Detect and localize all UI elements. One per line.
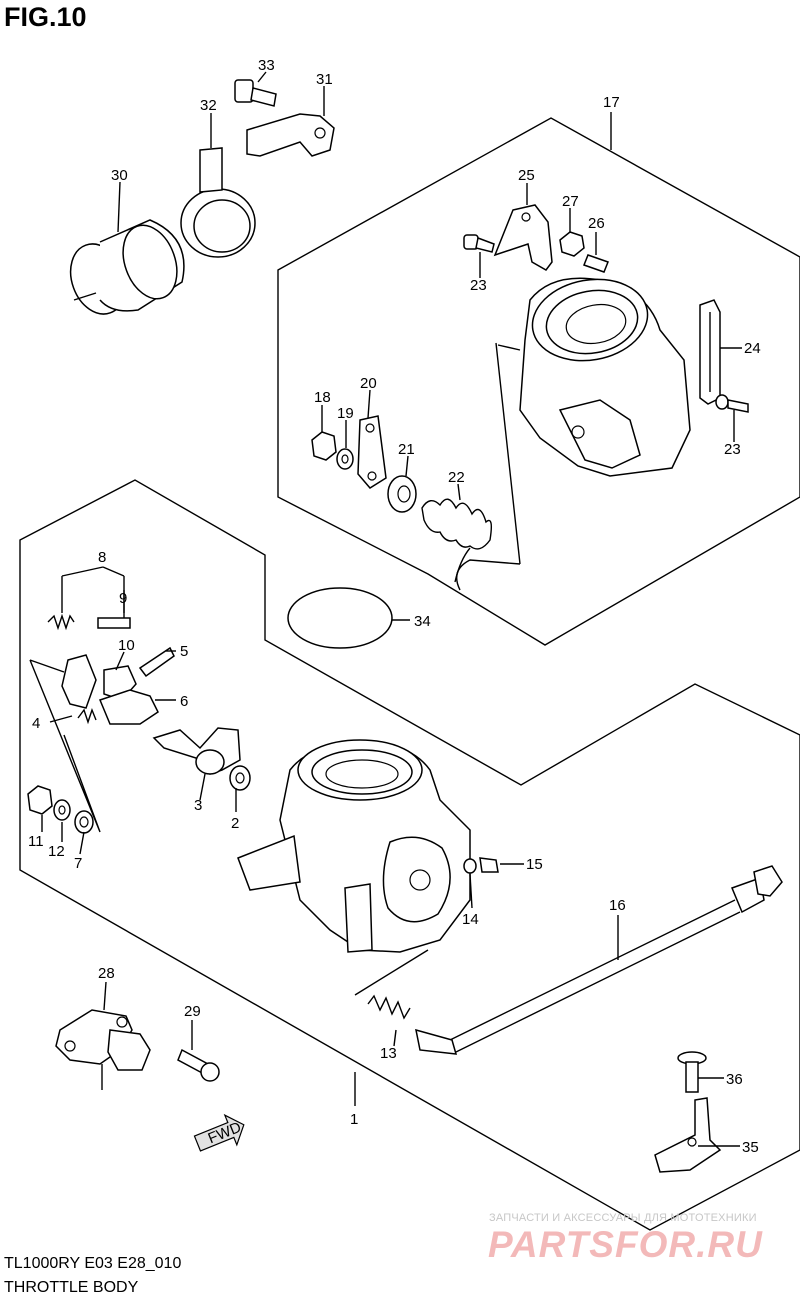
watermark-brand: PARTSFOR.RU <box>488 1224 763 1265</box>
callout-1: 1 <box>350 1111 358 1128</box>
callout-11: 11 <box>28 833 44 850</box>
callout-26: 26 <box>588 215 605 232</box>
callout-9: 9 <box>119 590 127 607</box>
callout-7: 7 <box>74 855 82 872</box>
part-1-throttle-body <box>237 739 499 953</box>
figure-title: FIG.10 <box>4 2 87 32</box>
watermark-tagline: ЗАПЧАСТИ И АКСЕССУАРЫ ДЛЯ МОТОТЕХНИКИ <box>489 1212 757 1224</box>
part-35-bracket <box>654 1097 722 1173</box>
callout-12: 12 <box>48 843 65 860</box>
callout-30: 30 <box>111 167 128 184</box>
callout-24: 24 <box>744 340 761 357</box>
assembly-17-frame <box>277 117 800 646</box>
callout-18: 18 <box>314 389 331 406</box>
callout-28: 28 <box>98 965 115 982</box>
part-22-spring <box>421 498 493 583</box>
part-33-bolt <box>234 79 277 107</box>
part-3-lever <box>152 727 241 775</box>
part-20-lever <box>357 415 387 489</box>
part-12-washer <box>53 799 71 821</box>
callout-16: 16 <box>609 897 626 914</box>
callout-14: 14 <box>462 911 479 928</box>
part-34-o-ring <box>287 587 393 649</box>
part-2-washer <box>229 765 251 791</box>
callout-33: 33 <box>258 57 275 74</box>
part-13-spring <box>367 994 411 1020</box>
part-25-bracket <box>493 204 553 271</box>
part-11-nut <box>27 785 53 815</box>
part-8-spring <box>47 613 75 631</box>
callout-34: 34 <box>414 613 431 630</box>
callout-20: 20 <box>360 375 377 392</box>
part-28-sensor <box>55 1009 151 1090</box>
callout-23a: 23 <box>470 277 487 294</box>
callout-25: 25 <box>518 167 535 184</box>
callout-21: 21 <box>398 441 415 458</box>
callout-8: 8 <box>98 549 106 566</box>
callout-5: 5 <box>180 643 188 660</box>
callout-31: 31 <box>316 71 333 88</box>
leader-lines <box>41 71 742 1147</box>
part-17-throttle-body <box>456 277 691 591</box>
part-36-screw <box>677 1051 707 1093</box>
part-18-nut <box>311 431 337 461</box>
diagram-caption: THROTTLE BODY <box>4 1279 139 1296</box>
callout-15: 15 <box>526 856 543 873</box>
model-code: TL1000RY E03 E28_010 <box>4 1255 182 1272</box>
part-23-screw-right <box>715 394 749 413</box>
part-24-plate <box>699 299 721 405</box>
callout-4: 4 <box>32 715 40 732</box>
part-7-washer <box>74 810 94 834</box>
callout-2: 2 <box>231 815 239 832</box>
part-30-sensor <box>69 219 185 315</box>
callout-19: 19 <box>337 405 354 422</box>
part-23-screw-upper <box>463 234 495 253</box>
cable-leader-13 <box>354 949 429 996</box>
bracket-8 <box>61 566 125 613</box>
part-27-nut <box>559 231 585 257</box>
assembly-1-frame <box>19 479 800 1231</box>
part-16-cable <box>415 865 783 1055</box>
callout-6: 6 <box>180 693 188 710</box>
part-31-bracket <box>246 113 335 157</box>
fwd-direction-arrow: FWD <box>193 1113 245 1152</box>
callout-35: 35 <box>742 1139 759 1156</box>
part-4-spring <box>77 707 97 725</box>
callout-17: 17 <box>603 94 620 111</box>
part-6-lever <box>98 689 159 725</box>
callout-32: 32 <box>200 97 217 114</box>
part-5-screw <box>138 646 175 678</box>
callout-22: 22 <box>448 469 465 486</box>
part-26-bolt <box>583 254 609 273</box>
callout-10: 10 <box>118 637 135 654</box>
part-32-clamp <box>180 147 256 258</box>
callout-23b: 23 <box>724 441 741 458</box>
callout-3: 3 <box>194 797 202 814</box>
callout-labels: 1 2 3 4 5 6 7 8 9 10 11 12 13 14 15 16 1… <box>28 57 761 1156</box>
part-19-washer <box>336 448 354 470</box>
callout-29: 29 <box>184 1003 201 1020</box>
group-4-bracket <box>29 659 101 833</box>
callout-13: 13 <box>380 1045 397 1062</box>
part-29-screw <box>177 1048 220 1082</box>
part-9-screw <box>97 617 131 629</box>
callout-36: 36 <box>726 1071 743 1088</box>
part-21-bearing <box>387 475 417 513</box>
callout-27: 27 <box>562 193 579 210</box>
